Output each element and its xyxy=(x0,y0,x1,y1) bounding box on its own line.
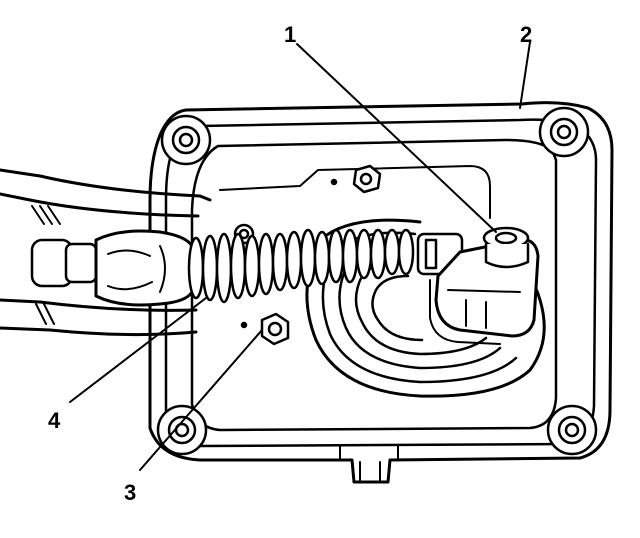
hole-dot-1 xyxy=(330,178,338,186)
hole-dot-2 xyxy=(240,321,248,329)
nut-lower xyxy=(260,312,290,346)
housing-bottom-tab xyxy=(339,445,399,483)
leader-line-4 xyxy=(69,297,207,403)
callout-1-label: 1 xyxy=(284,22,296,47)
callout-4-label: 4 xyxy=(48,408,61,433)
cable-end-cap xyxy=(30,238,98,288)
callout-3-label: 3 xyxy=(124,480,136,505)
retainer-clip xyxy=(482,226,530,269)
leader-line-1 xyxy=(296,43,497,233)
bolt-top-right xyxy=(538,106,590,158)
boot-sleeve-detail xyxy=(107,245,166,293)
boot-sleeve xyxy=(94,229,194,307)
lever-arm-detail xyxy=(447,289,521,329)
leader-lines xyxy=(69,41,531,471)
cable-boot xyxy=(0,168,415,337)
callout-2-label: 2 xyxy=(520,22,532,47)
cable-loop-ring-4 xyxy=(371,274,424,342)
cable-end-lever xyxy=(416,226,540,345)
cable-left-rod xyxy=(0,168,212,218)
bolt-bottom-left xyxy=(156,404,208,456)
bolt-bottom-right xyxy=(546,404,598,456)
cable-left-lower-rod xyxy=(0,298,198,337)
bellows-ribs xyxy=(187,228,415,304)
leader-line-3 xyxy=(139,329,263,471)
nut-upper xyxy=(352,164,382,194)
leader-line-2 xyxy=(519,41,531,109)
cable-hatch-lines xyxy=(31,205,61,325)
bolt-top-left xyxy=(160,114,212,166)
cable-end-collar xyxy=(424,238,438,270)
bracket-arm xyxy=(429,279,501,345)
